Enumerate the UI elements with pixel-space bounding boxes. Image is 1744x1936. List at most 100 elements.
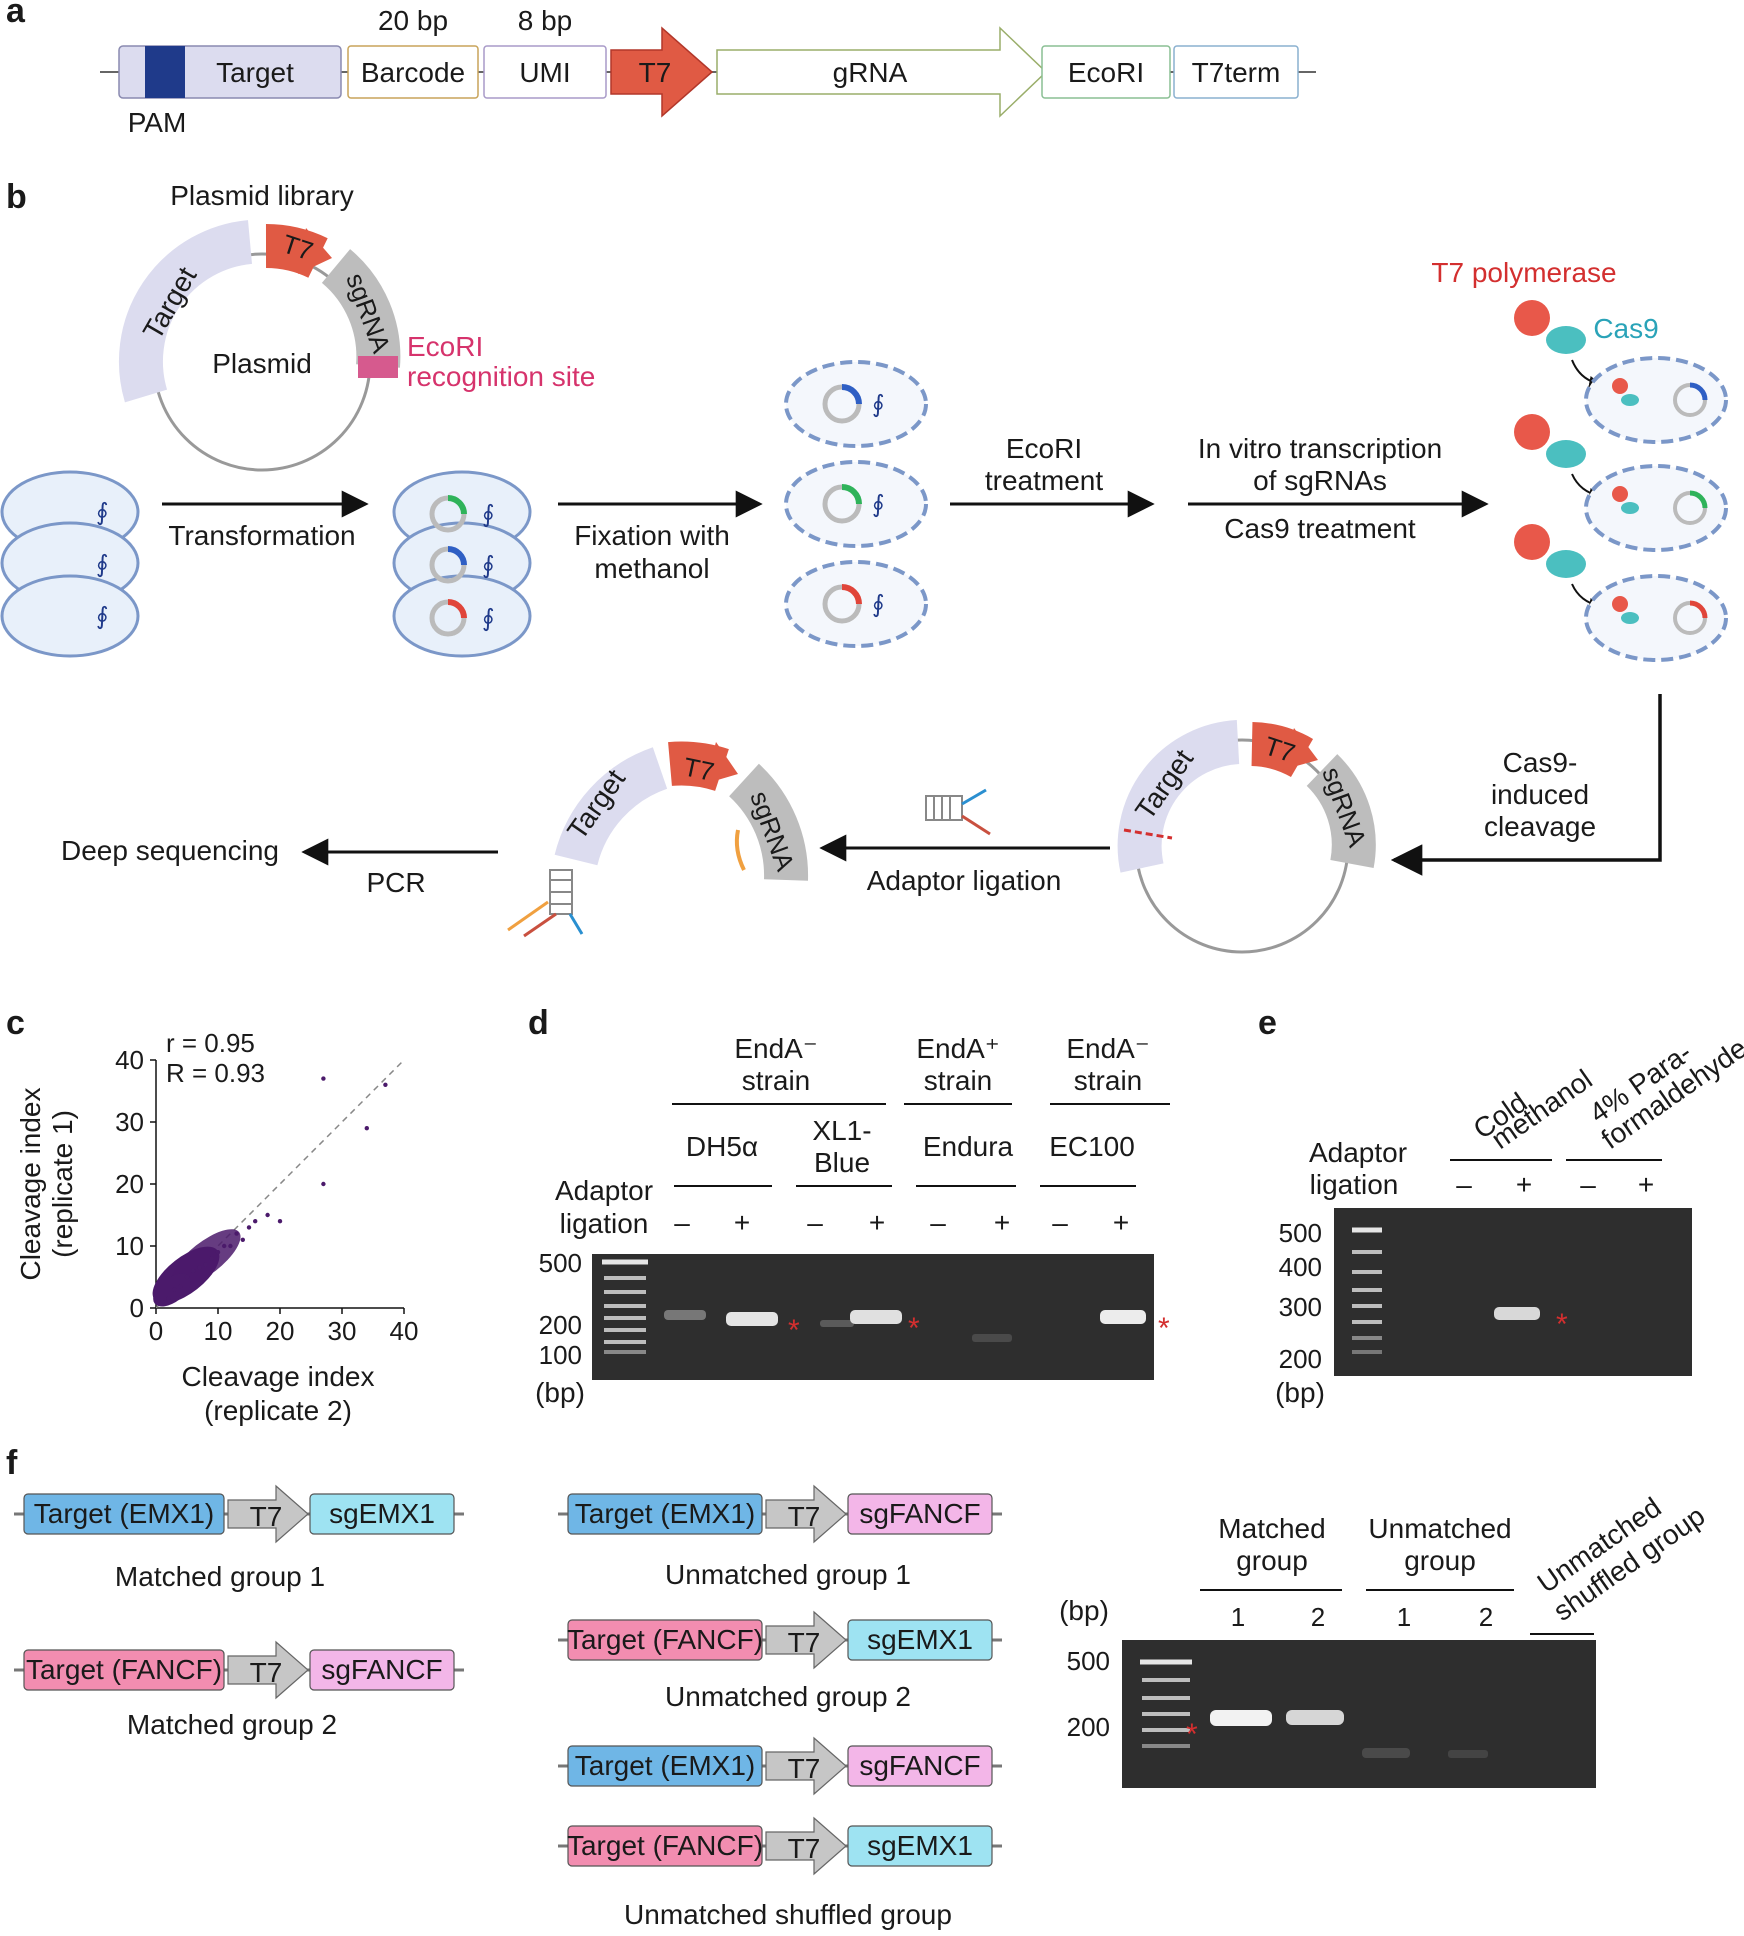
ecori-site-label-1: EcoRI [407,331,483,362]
panel-e-letter: e [1258,1004,1277,1042]
target-label: Target (FANCF) [567,1624,763,1655]
d-marker-500: 500 [539,1248,582,1278]
sgrna-label: sgEMX1 [867,1830,973,1861]
scatter-point [321,1076,326,1081]
t7term-label: T7term [1192,57,1281,88]
gel-f-image [1122,1640,1596,1788]
d-marker-200: 200 [539,1310,582,1340]
t7-label: T7 [639,57,672,88]
scatter-point [215,1250,221,1255]
ecori-segment [1041,45,1171,99]
f-gel-matched-1: Matched [1218,1513,1325,1544]
scatter-xlabel-2: (replicate 2) [204,1395,352,1426]
umi-label: UMI [519,57,570,88]
scatter-point [228,1243,233,1249]
pcr-label: PCR [366,867,425,898]
barcode-label: Barcode [361,57,465,88]
cleaved-plasmid: Target T7 sgRNA [1117,720,1376,954]
d-group1-line2: strain [742,1065,810,1096]
cas9-label: Cas9 [1593,313,1658,344]
transformation-label: Transformation [168,520,355,551]
pam-block [145,46,185,98]
plasmid-library-label: Plasmid library [170,180,354,211]
plasmid-label: Plasmid [212,348,312,379]
scatter-point [234,1231,239,1236]
f-lane-3: 1 [1397,1602,1411,1632]
target-label: Target [216,57,294,88]
d-unit: (bp) [535,1377,585,1408]
d-lane-sign: + [994,1207,1010,1238]
d-lane-sign: – [1052,1207,1068,1238]
plasmid-library: Plasmid library Target T7 sgRNA Plasmid … [118,180,595,472]
y-tick-label: 40 [115,1045,144,1075]
scatter-point [222,1243,227,1249]
d-group2-line1: EndA⁺ [916,1033,999,1064]
scatter-point [172,1287,177,1292]
ligated-t7-label: T7 [681,751,717,787]
t7-label: T7 [788,1501,821,1532]
unmatched-group-2-label: Unmatched group 2 [665,1681,911,1712]
e-marker-500: 500 [1279,1218,1322,1248]
adaptor-icon [925,788,991,836]
gel-e-image [1334,1208,1692,1376]
svg-text:∮: ∮ [482,605,495,632]
svg-text:∮: ∮ [96,499,109,526]
e-marker-400: 400 [1279,1252,1322,1282]
grna-arrow [716,26,1048,118]
sgrna-label: sgEMX1 [867,1624,973,1655]
d-marker-100: 100 [539,1340,582,1370]
ivt-label-2: of sgRNAs [1253,465,1387,496]
target-label: Target (EMX1) [34,1498,215,1529]
scatter-ylabel-1: Cleavage index [15,1087,46,1280]
x-tick-label: 40 [390,1316,419,1346]
y-tick-label: 20 [115,1169,144,1199]
sgrna-label: sgFANCF [859,1750,980,1781]
svg-text:∮: ∮ [482,501,495,528]
e-star: * [1556,1308,1568,1341]
scatter-point [191,1268,196,1274]
pearson-r: r = 0.95 [166,1028,255,1058]
adaptor-ligation-label: Adaptor ligation [867,865,1062,896]
e-lane-sign: + [1638,1169,1654,1200]
panel-c-letter: c [6,1004,25,1042]
grna-label: gRNA [833,57,908,88]
svg-text:∮: ∮ [96,603,109,630]
e-marker-200: 200 [1279,1344,1322,1374]
scatter-point [265,1212,270,1218]
d-strain-blue: Blue [814,1147,870,1178]
d-lane-sign: + [734,1207,750,1238]
umi-segment [483,45,607,99]
sgrna-label: sgFANCF [321,1654,442,1685]
d-lane-sign: + [869,1207,885,1238]
scatter-point [166,1296,171,1301]
t7-label: T7 [250,1657,283,1688]
f-marker-500: 500 [1067,1646,1110,1676]
e-lane-sign: + [1516,1169,1532,1200]
scatter-point [246,1225,252,1230]
y-tick-label: 30 [115,1107,144,1137]
f-gel-matched-2: group [1236,1545,1308,1576]
d-strain-xl1: XL1- [812,1115,871,1146]
unmatched-shuffled-label: Unmatched shuffled group [624,1899,952,1930]
y-tick-label: 10 [115,1231,144,1261]
d-star-3: * [1158,1312,1170,1345]
cells-transformed: ∮ ∮ ∮ [392,470,532,658]
spearman-r: R = 0.93 [166,1058,265,1088]
d-strain-ec100: EC100 [1049,1131,1135,1162]
ecori-label: EcoRI [1068,57,1144,88]
t7-label: T7 [250,1501,283,1532]
t7-label: T7 [788,1627,821,1658]
gel-d: EndA⁻ strain EndA⁺ strain EndA⁻ strain D… [535,1033,1170,1408]
sgrna-label: sgEMX1 [329,1498,435,1529]
cells-untransformed: ∮ ∮ ∮ [0,470,140,658]
x-tick-label: 10 [204,1316,233,1346]
ligated-plasmid: Target T7 sgRNA [507,741,809,938]
gel-e: Cold methanol 4% Para- formaldehyde Adap… [1275,1032,1744,1408]
cleavage-label-3: cleavage [1484,811,1596,842]
